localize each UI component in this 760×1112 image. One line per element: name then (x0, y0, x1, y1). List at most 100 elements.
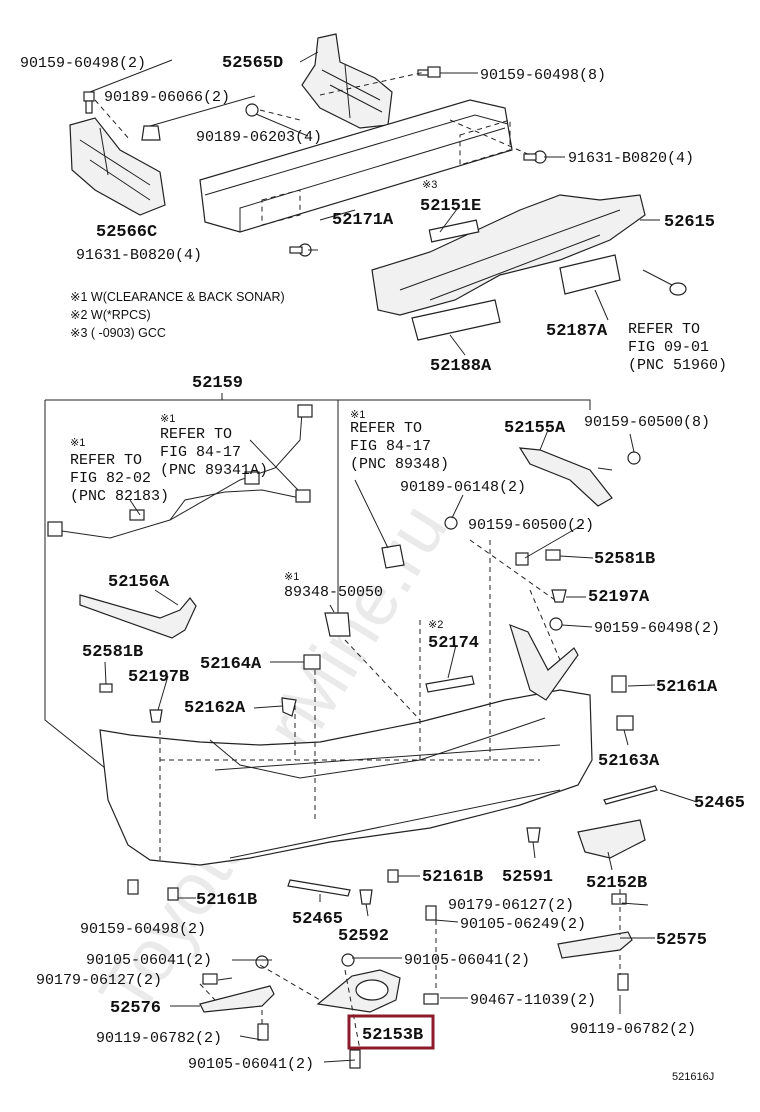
label-90159-60500-2: 90159-60500(2) (468, 517, 594, 534)
clip-52197b-icon (149, 709, 163, 723)
label-90105-06041-b: 90105-06041(2) (188, 1056, 314, 1073)
bracket-52566c-drawing (69, 117, 166, 216)
bracket-52156a-drawing (79, 594, 197, 639)
refer-8417a-line2: FIG 84-17 (160, 444, 241, 461)
label-52159: 52159 (192, 374, 243, 393)
label-90105-06041-m: 90105-06041(2) (404, 952, 530, 969)
bracket-52565d-drawing (301, 33, 393, 129)
clip-52161b-m-icon (387, 869, 399, 883)
bolt-90105-06041-b-icon (349, 1049, 361, 1069)
label-90119-06782-r: 90119-06782(2) (570, 1021, 696, 1038)
clip-52161a-icon (611, 675, 627, 693)
label-52591: 52591 (502, 868, 553, 887)
label-52187a: 52187A (546, 322, 608, 341)
bolt-91631-b0820-r-icon (523, 150, 547, 164)
bolt-90119-06782-r-icon (617, 973, 629, 991)
label-52581b-r: 52581B (594, 550, 655, 569)
label-52197b: 52197B (128, 668, 189, 687)
label-91631-b0820-r: 91631-B0820(4) (568, 150, 694, 167)
moulding-52465-l-drawing (287, 879, 351, 897)
clip-52581b-r-icon (545, 549, 561, 561)
refer-0901-line1: REFER TO (628, 321, 700, 338)
label-90159-60498-tr: 90159-60498(8) (480, 67, 606, 84)
bolt-91631-b0820-l-icon (289, 243, 312, 257)
note-1: ※1 W(CLEARANCE & BACK SONAR) (70, 290, 285, 304)
label-90159-60498-tl: 90159-60498(2) (20, 55, 146, 72)
mark1-89348: ※1 (284, 571, 299, 583)
label-90179-06127-l: 90179-06127(2) (36, 972, 162, 989)
label-52566c: 52566C (96, 223, 157, 242)
wire-harness-52159-box (44, 393, 591, 781)
label-52161a: 52161A (656, 678, 718, 697)
label-90159-60498-bl: 90159-60498(2) (80, 921, 206, 938)
refer-8417b-line3: (PNC 89348) (350, 456, 449, 473)
label-52581b-l: 52581B (82, 643, 143, 662)
label-52465-l: 52465 (292, 910, 343, 929)
bolt-90105-06041-l-icon (255, 955, 269, 969)
label-90467-11039: 90467-11039(2) (470, 992, 596, 1009)
label-90105-06249: 90105-06249(2) (460, 916, 586, 933)
note-2: ※2 W(*RPCS) (70, 308, 151, 322)
label-52151e: 52151E (420, 197, 481, 216)
clip-52162a-icon (281, 697, 297, 717)
nut-90179-06127-r-icon (611, 893, 627, 905)
label-90159-60500-8: 90159-60500(8) (584, 414, 710, 431)
bolt-90159-60498-tr-icon (417, 66, 441, 78)
label-90179-06127-r: 90179-06127(2) (448, 897, 574, 914)
bracket-52188a-drawing (411, 299, 501, 341)
bolt-90159-60498-bl-icon (127, 879, 139, 895)
mark2-52174: ※2 (428, 619, 443, 631)
highlight-box (347, 1014, 435, 1050)
label-90119-06782-l: 90119-06782(2) (96, 1030, 222, 1047)
label-90189-06066: 90189-06066(2) (104, 89, 230, 106)
refer-8202-line2: FIG 82-02 (70, 470, 151, 487)
label-89348-50050: 89348-50050 (284, 584, 383, 601)
clip-52163a-icon (616, 715, 634, 731)
refer-8417a-line3: (PNC 89341A) (160, 462, 268, 479)
reflector-52174-drawing (425, 675, 475, 693)
absorber-52615-drawing (371, 194, 646, 316)
refer-8202-line1: REFER TO (70, 452, 142, 469)
label-90105-06041-l: 90105-06041(2) (86, 952, 212, 969)
label-52164a: 52164A (200, 655, 262, 674)
nut-90189-06148-icon (444, 516, 458, 530)
label-52161b-m: 52161B (422, 868, 483, 887)
clip-52197a-icon (551, 589, 567, 603)
refer-0901-line2: FIG 09-01 (628, 339, 709, 356)
bracket-52575-drawing (557, 931, 633, 959)
label-52155a: 52155A (504, 419, 566, 438)
bracket-52576-drawing (199, 985, 275, 1013)
refer-8417a-line1: REFER TO (160, 426, 232, 443)
label-52188a: 52188A (430, 357, 492, 376)
label-90189-06148: 90189-06148(2) (400, 479, 526, 496)
bolt-90159-60498-tl-icon (83, 91, 95, 114)
clip-52581b-l-icon (99, 683, 113, 693)
bolt-90159-60500-8-icon (627, 451, 641, 465)
label-52575: 52575 (656, 931, 707, 950)
bracket-52187a-drawing (559, 254, 621, 295)
mark3-52151e: ※3 (422, 179, 437, 191)
wire-harness-52159-drawing (47, 404, 313, 539)
label-52163a: 52163A (598, 752, 660, 771)
mark1-8417b: ※1 (350, 409, 365, 421)
label-90159-60498-m: 90159-60498(2) (594, 620, 720, 637)
label-52156a: 52156A (108, 573, 170, 592)
bumper-cover-drawing (99, 623, 593, 866)
moulding-52465-r-drawing (603, 785, 658, 805)
retainer-52155a-drawing (518, 447, 613, 507)
refer-8202-line3: (PNC 82183) (70, 488, 169, 505)
label-52171a: 52171A (332, 211, 394, 230)
clip-52164a-icon (303, 654, 321, 670)
note-3: ※3 ( -0903) GCC (70, 326, 166, 340)
mark1-8417a: ※1 (160, 413, 175, 425)
label-52565d: 52565D (222, 54, 283, 73)
refer-0901-line3: (PNC 51960) (628, 357, 727, 374)
figure-code: 521616J (672, 1071, 714, 1083)
label-52174: 52174 (428, 634, 479, 653)
tow-hook-51960-drawing (642, 269, 687, 296)
refer-8417b-line1: REFER TO (350, 420, 422, 437)
clip-52161b-l-icon (167, 887, 179, 901)
label-52162a: 52162A (184, 699, 246, 718)
